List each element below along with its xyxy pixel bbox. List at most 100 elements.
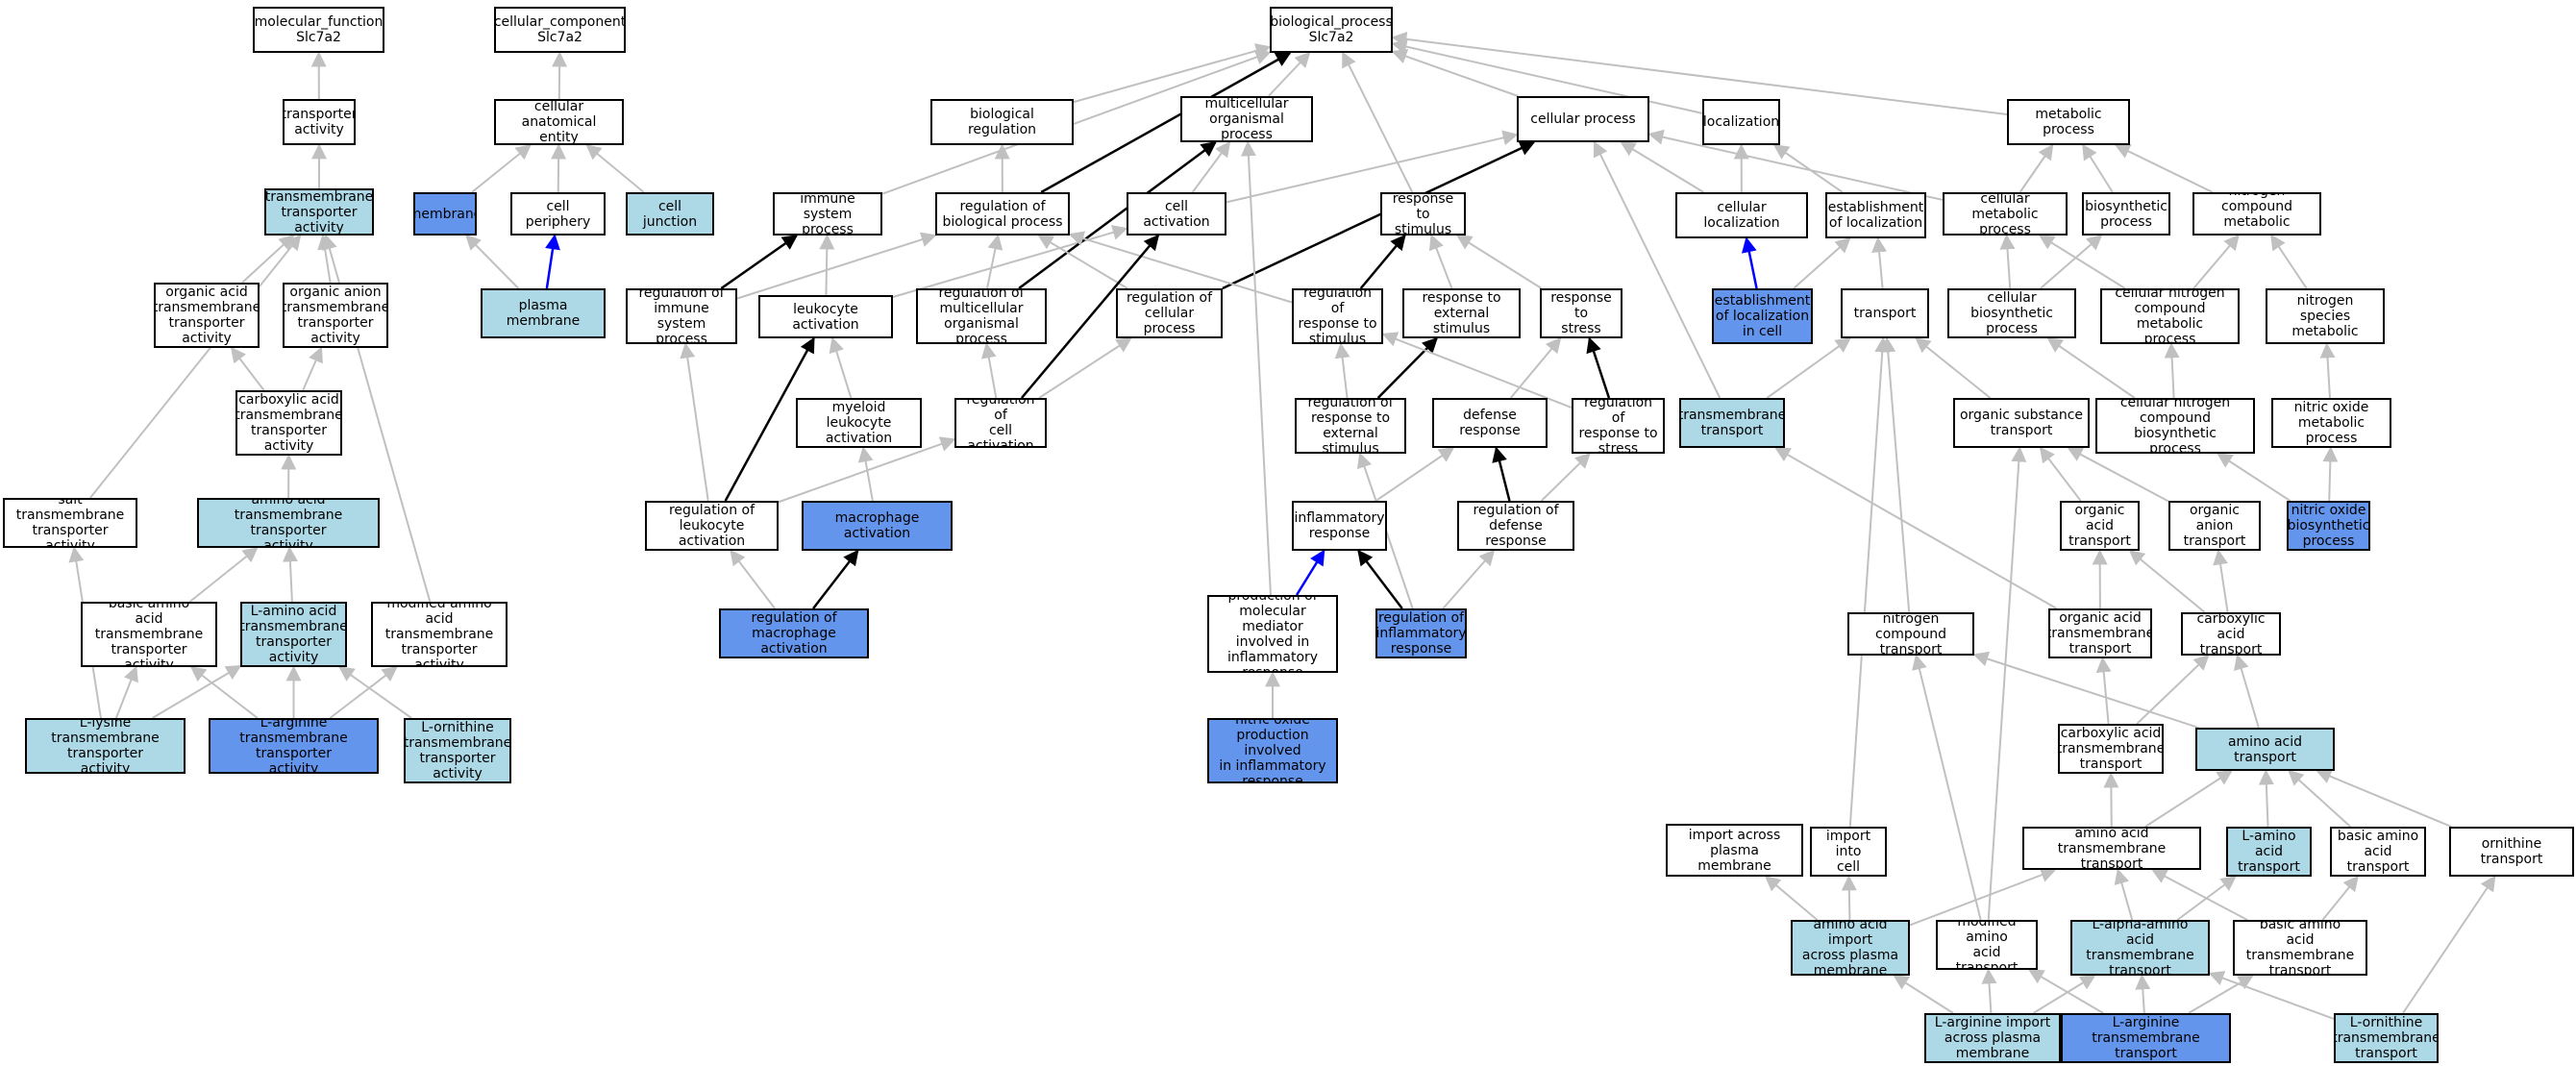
go-term-cellular-biosynthetic[interactable]: cellular biosynthetic process: [1947, 288, 2076, 338]
go-term-response-stress[interactable]: response to stress: [1540, 288, 1622, 338]
edge-is-a: [552, 51, 568, 100]
go-term-ornithine-transport[interactable]: ornithine transport: [2449, 827, 2574, 877]
go-term-l-arginine-tm-transport[interactable]: L-arginine transmembrane transport: [2061, 1013, 2231, 1063]
go-term-reg-defense-response[interactable]: regulation of defense response: [1457, 501, 1574, 551]
go-term-reg-immune[interactable]: regulation of immune system process: [626, 288, 737, 344]
go-term-cae[interactable]: cellular anatomical entity: [494, 99, 624, 145]
edge-is-a: [2103, 772, 2119, 828]
go-term-cc[interactable]: cellular_component Slc7a2: [494, 7, 626, 53]
edge-regulates: [1357, 549, 1403, 609]
go-term-cell-activation[interactable]: cell activation: [1127, 192, 1226, 236]
go-term-reg-cellular-process[interactable]: regulation of cellular process: [1116, 288, 1223, 338]
go-term-l-arginine-import-pm[interactable]: L-arginine import across plasma membrane: [1924, 1013, 2061, 1063]
edge-is-a: [2234, 654, 2260, 729]
go-term-nitric-oxide-metabolic[interactable]: nitric oxide metabolic process: [2271, 398, 2391, 448]
edge-is-a: [1240, 140, 1272, 596]
go-term-l-aa-tm-transport[interactable]: L-alpha-amino acid transmembrane transpo…: [2070, 920, 2210, 976]
go-term-reg-multicellular[interactable]: regulation of multicellular organismal p…: [916, 288, 1047, 344]
go-term-reg-macrophage-activation[interactable]: regulation of macrophage activation: [719, 608, 869, 658]
go-term-organic-acid-transport[interactable]: organic acid transport: [2060, 501, 2140, 551]
go-term-biosynthetic[interactable]: biosynthetic process: [2082, 192, 2170, 236]
go-term-reg-leukocyte-activation[interactable]: regulation of leukocyte activation: [645, 501, 779, 551]
go-term-amino-acid-tta[interactable]: amino acid transmembrane transporter act…: [197, 498, 380, 548]
go-term-plasma-membrane[interactable]: plasma membrane: [481, 288, 606, 338]
go-term-cellular-localization[interactable]: cellular localization: [1675, 192, 1808, 238]
go-term-carboxylic-transport[interactable]: carboxylic acid transport: [2181, 612, 2281, 656]
go-term-transporter-activity[interactable]: transporter activity: [283, 99, 356, 145]
go-term-aa-tm-transport[interactable]: amino acid transmembrane transport: [2022, 827, 2201, 870]
go-term-est-localization-cell[interactable]: establishment of localization in cell: [1712, 288, 1813, 344]
go-term-response-to-stimulus[interactable]: response to stimulus: [1380, 192, 1466, 236]
go-term-cell-junction[interactable]: cell junction: [626, 192, 714, 236]
go-term-l-ornithine-tta[interactable]: L-ornithine transmembrane transporter ac…: [404, 718, 511, 783]
go-term-basic-aa-tta[interactable]: basic amino acid transmembrane transport…: [81, 602, 217, 667]
go-term-cellular-metabolic[interactable]: cellular metabolic process: [1943, 192, 2068, 236]
go-term-defense-response[interactable]: defense response: [1432, 398, 1548, 448]
go-term-macrophage-activation[interactable]: macrophage activation: [802, 501, 953, 551]
go-term-inflammatory-response[interactable]: inflammatory response: [1292, 501, 1387, 551]
go-term-l-ornithine-tm-transport[interactable]: L-ornithine transmembrane transport: [2334, 1013, 2439, 1063]
go-term-aa-import-pm[interactable]: amino acid import across plasma membrane: [1791, 920, 1910, 976]
go-term-organic-acid-tm-transport[interactable]: organic acid transmembrane transport: [2048, 608, 2152, 658]
go-term-organic-anion-tta[interactable]: organic anion transmembrane transporter …: [283, 283, 388, 348]
go-term-l-lysine-tta[interactable]: L-lysine transmembrane transporter activ…: [25, 718, 186, 774]
go-term-import-into-cell[interactable]: import into cell: [1810, 827, 1887, 877]
go-term-l-aa-transport[interactable]: L-amino acid transport: [2226, 827, 2312, 877]
go-term-est-localization[interactable]: establishment of localization: [1825, 192, 1926, 238]
edge-is-a: [2213, 549, 2229, 613]
edge-is-a: [680, 342, 709, 502]
go-term-reg-inflammatory[interactable]: regulation of inflammatory response: [1375, 608, 1467, 658]
edge-is-a: [2322, 446, 2339, 502]
go-term-basic-aa-transport[interactable]: basic amino acid transport: [2330, 827, 2426, 877]
go-term-amino-acid-transport[interactable]: amino acid transport: [2195, 728, 2335, 771]
go-term-organic-substance-transport[interactable]: organic substance transport: [1953, 398, 2090, 448]
go-term-cellular-nitrogen-biosynthetic[interactable]: cellular nitrogen compound biosynthetic …: [2095, 398, 2255, 454]
go-term-bp[interactable]: biological_process Slc7a2: [1270, 7, 1393, 53]
go-term-nitrogen-metabolic[interactable]: nitrogen compound metabolic process: [2192, 192, 2321, 236]
go-term-reactive-nitrogen[interactable]: reactive nitrogen species metabolic proc…: [2266, 288, 2385, 344]
go-term-transmembrane-transport[interactable]: transmembrane transport: [1679, 398, 1785, 448]
go-term-reg-response-stress[interactable]: regulation of response to stress: [1572, 398, 1665, 454]
go-term-cellular-nitrogen-metabolic[interactable]: cellular nitrogen compound metabolic pro…: [2100, 288, 2240, 344]
go-term-reg-bio-process[interactable]: regulation of biological process: [935, 192, 1070, 236]
go-term-nitrogen-compound-transport[interactable]: nitrogen compound transport: [1847, 612, 1974, 656]
go-term-leukocyte-activation[interactable]: leukocyte activation: [758, 295, 893, 338]
go-term-reg-cell-activation[interactable]: regulation of cell activation: [954, 398, 1047, 448]
go-term-modified-aa-transport[interactable]: modified amino acid transport: [1936, 920, 2038, 970]
go-term-metabolic-process[interactable]: metabolic process: [2007, 99, 2130, 145]
go-term-modified-aa-tta[interactable]: modified amino acid transmembrane transp…: [371, 602, 508, 667]
go-term-localization[interactable]: localization: [1702, 99, 1780, 145]
edge-is-a: [2208, 971, 2335, 1020]
go-term-tta[interactable]: transmembrane transporter activity: [264, 188, 374, 236]
go-term-basic-aa-tm-transport[interactable]: basic amino acid transmembrane transport: [2233, 920, 2367, 976]
go-term-immune-system-process[interactable]: immune system process: [773, 192, 882, 236]
edge-is-a: [189, 666, 259, 719]
go-term-cellular-process[interactable]: cellular process: [1517, 96, 1649, 142]
go-term-response-external[interactable]: response to external stimulus: [1402, 288, 1521, 338]
go-term-organic-anion-transport[interactable]: organic anion transport: [2168, 501, 2261, 551]
go-term-production-mediator[interactable]: production of molecular mediator involve…: [1207, 595, 1338, 673]
go-term-multicellular-process[interactable]: multicellular organismal process: [1180, 96, 1313, 142]
edge-is-a: [1909, 867, 2057, 927]
go-term-mf[interactable]: molecular_function Slc7a2: [253, 7, 384, 53]
go-term-membrane[interactable]: membrane: [413, 192, 477, 236]
go-term-l-aa-tta[interactable]: L-amino acid transmembrane transporter a…: [240, 602, 347, 667]
go-term-biological-regulation[interactable]: biological regulation: [930, 99, 1074, 145]
go-term-organic-acid-tta[interactable]: organic acid transmembrane transporter a…: [154, 283, 260, 348]
go-term-salt-tta[interactable]: salt transmembrane transporter activity: [3, 498, 137, 548]
go-term-nitric-oxide-biosynthetic[interactable]: nitric oxide biosynthetic process: [2287, 501, 2370, 551]
edge-is-a: [1509, 336, 1562, 399]
go-term-reg-response-external[interactable]: regulation of response to external stimu…: [1295, 398, 1406, 454]
go-term-reg-response-stimulus[interactable]: regulation of response to stimulus: [1292, 288, 1383, 344]
go-term-myeloid-activation[interactable]: myeloid leukocyte activation: [796, 398, 922, 448]
go-term-import-across-pm[interactable]: import across plasma membrane: [1666, 824, 1803, 877]
go-term-nitric-oxide-production[interactable]: nitric oxide production involved in infl…: [1207, 718, 1338, 783]
go-term-transport[interactable]: transport: [1841, 288, 1929, 338]
go-term-cell-periphery[interactable]: cell periphery: [510, 192, 606, 236]
go-term-carboxylic-tta[interactable]: carboxylic acid transmembrane transporte…: [235, 390, 342, 456]
edge-regulates: [1020, 234, 1160, 399]
go-term-l-arginine-tta[interactable]: L-arginine transmembrane transporter act…: [209, 718, 379, 774]
go-term-carboxylic-tm-transport[interactable]: carboxylic acid transmembrane transport: [2058, 724, 2164, 774]
edge-is-a: [1342, 51, 1414, 193]
